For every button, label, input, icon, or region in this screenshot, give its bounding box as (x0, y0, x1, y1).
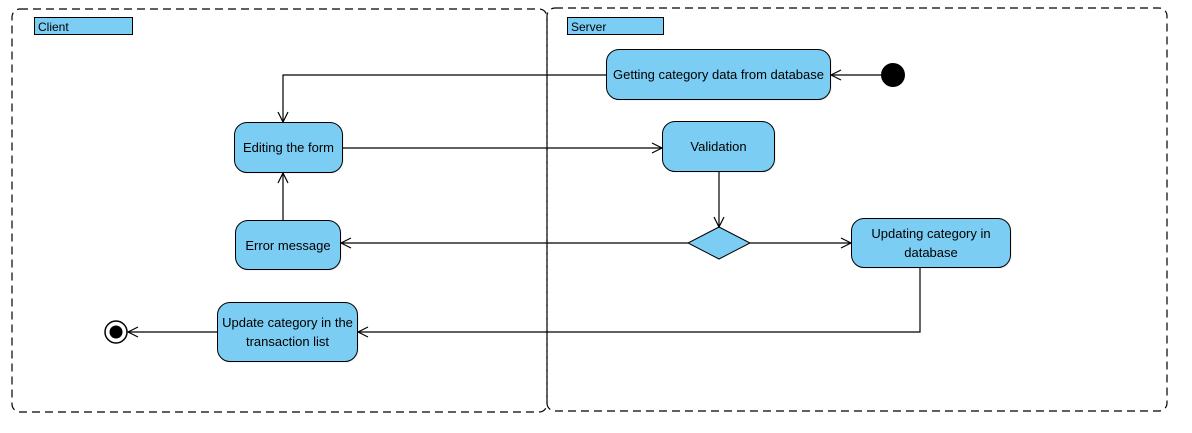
server-lane (546, 7, 1168, 412)
decision-diamond (686, 226, 752, 260)
client-lane-label: Client (34, 17, 133, 35)
node-updating-category-in-database: Updating category in database (851, 218, 1011, 268)
server-lane-label: Server (567, 17, 664, 35)
node-editing-the-form: Editing the form (234, 122, 343, 173)
node-validation: Validation (662, 121, 775, 172)
node-getting-category-data: Getting category data from database (606, 49, 831, 100)
client-lane (11, 8, 548, 413)
node-update-category-in-transaction-list: Update category in the transaction list (217, 302, 358, 362)
edge-update-db-to-update-list (358, 268, 921, 332)
initial-node (881, 63, 905, 87)
edge-get-data-to-edit-form (283, 74, 606, 122)
node-error-message: Error message (235, 220, 341, 270)
final-node-inner (109, 325, 123, 339)
